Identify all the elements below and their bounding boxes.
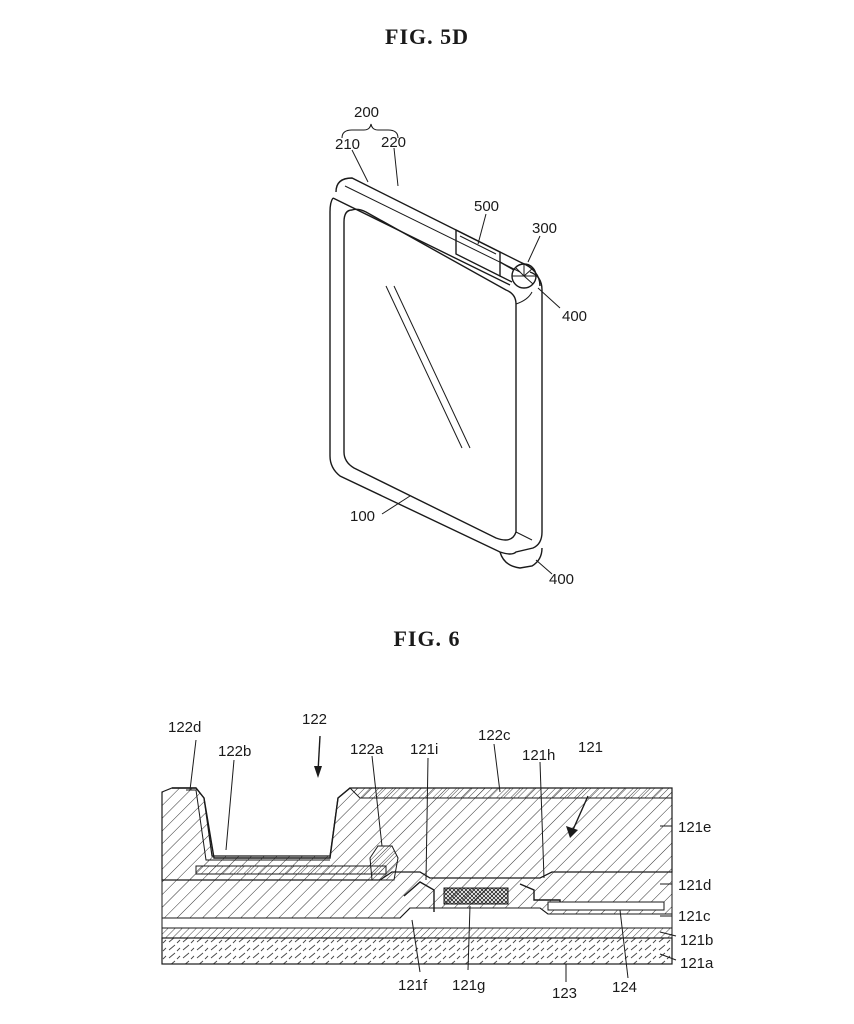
label-220: 220 [381, 134, 406, 151]
label-121e: 121e [678, 819, 711, 836]
label-400-top: 400 [562, 308, 587, 325]
label-121d: 121d [678, 877, 711, 894]
label-121f: 121f [398, 977, 428, 994]
label-122: 122 [302, 711, 327, 728]
label-121: 121 [578, 739, 603, 756]
label-122b: 122b [218, 743, 251, 760]
label-121a: 121a [680, 955, 714, 972]
figure-6-title: FIG. 6 [393, 626, 461, 651]
label-400-bottom: 400 [549, 571, 574, 588]
label-122c: 122c [478, 727, 511, 744]
label-210: 210 [335, 136, 360, 153]
label-121g: 121g [452, 977, 485, 994]
label-100: 100 [350, 508, 375, 525]
figure-5d-title: FIG. 5D [385, 24, 469, 49]
label-500: 500 [474, 198, 499, 215]
label-124: 124 [612, 979, 637, 996]
label-122d: 122d [168, 719, 201, 736]
label-200: 200 [354, 104, 379, 121]
label-121c: 121c [678, 908, 711, 925]
label-121i: 121i [410, 741, 438, 758]
fig5d-device-drawing [329, 123, 561, 575]
label-300: 300 [532, 220, 557, 237]
fig6-cross-section [161, 735, 677, 982]
label-121h: 121h [522, 747, 555, 764]
label-122a: 122a [350, 741, 384, 758]
label-121b: 121b [680, 932, 713, 949]
label-123: 123 [552, 985, 577, 1002]
